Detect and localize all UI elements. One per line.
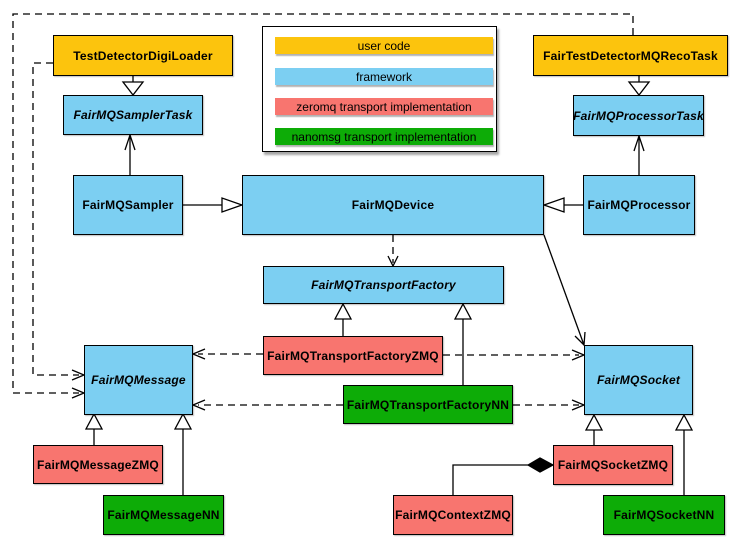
edge-processor-inherits-device [542,197,583,213]
edge-factorynn-creates-socket [513,399,586,411]
node-fairmqcontextzmq: FairMQContextZMQ [393,495,513,535]
edge-digiloader-inherits-samplertask [121,76,145,97]
legend-label-framework: framework [355,69,412,84]
legend-item-user-code: user code [275,37,493,54]
legend-panel: user code framework zeromq transport imp… [262,26,497,152]
node-fairmqsocketnn: FairMQSocketNN [603,495,725,535]
edge-factoryzmq-creates-message [191,348,263,360]
legend-label-user-code: user code [357,38,411,53]
legend-item-zeromq: zeromq transport implementation [275,98,493,115]
edge-contextzmq-composition-socketzmq [452,457,555,495]
edge-factorynn-inherits-factory [453,302,473,385]
edge-device-uses-socket [543,234,586,347]
edge-factorynn-creates-message [191,399,343,411]
node-fairmqsampler: FairMQSampler [73,175,183,235]
edge-processor-uses-processortask [633,133,645,175]
edge-sampler-inherits-device [183,197,244,213]
node-testdetectordigiloader: TestDetectorDigiLoader [53,35,233,76]
node-fairmqsamplertask: FairMQSamplerTask [63,95,203,135]
legend-label-nanomsg: nanomsg transport implementation [291,129,477,144]
node-fairmqmessagenn: FairMQMessageNN [103,495,224,535]
legend-label-zeromq: zeromq transport implementation [296,99,472,114]
node-fairmqprocessor: FairMQProcessor [583,175,695,235]
edge-device-depends-transportfactory [387,235,399,268]
edge-socketzmq-inherits-socket [584,413,604,445]
edge-factoryzmq-creates-socket [443,349,586,361]
edge-factoryzmq-inherits-factory [333,302,353,336]
node-fairmqtransportfactoryzmq: FairMQTransportFactoryZMQ [263,336,443,375]
legend-item-nanomsg: nanomsg transport implementation [275,128,493,145]
node-fairtestdetectormqrecotask: FairTestDetectorMQRecoTask [533,35,728,76]
edge-messagezmq-inherits-message [84,412,104,445]
node-fairmqsocket: FairMQSocket [584,345,693,415]
node-fairmqprocessortask: FairMQProcessorTask [573,95,704,136]
node-fairmqtransportfactory: FairMQTransportFactory [263,266,504,304]
edge-recotask-inherits-processortask [627,76,651,97]
node-fairmqdevice: FairMQDevice [242,175,544,235]
node-fairmqsocketzmq: FairMQSocketZMQ [553,445,673,485]
legend-item-framework: framework [275,68,493,85]
edge-messagenn-inherits-message [173,412,193,495]
edge-socketnn-inherits-socket [674,413,694,495]
node-fairmqmessagezmq: FairMQMessageZMQ [33,445,163,484]
node-fairmqmessage: FairMQMessage [84,345,193,415]
edge-sampler-uses-samplertask [124,132,136,175]
node-fairmqtransportfactorynn: FairMQTransportFactoryNN [343,385,513,424]
